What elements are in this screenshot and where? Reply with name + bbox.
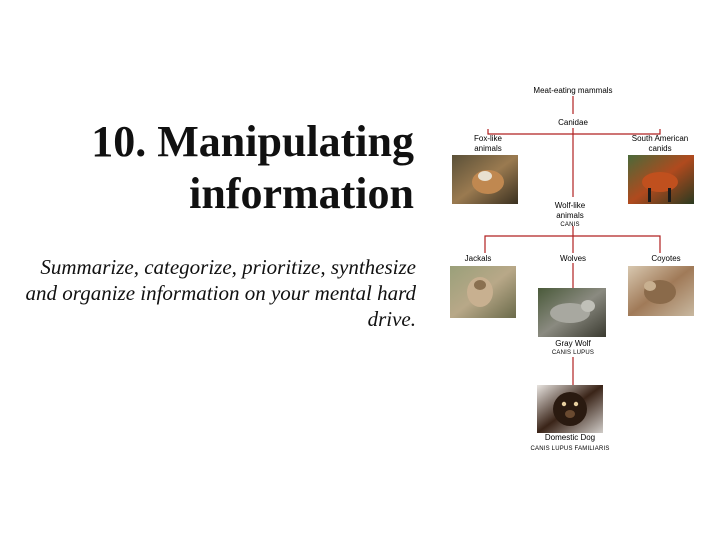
wolf-like-label-line1: Wolf-like (555, 201, 586, 210)
wolf-photo (538, 288, 606, 337)
fox-like-label-line2: animals (474, 144, 502, 153)
domestic-dog-sci-label: CANIS LUPUS FAMILIARIS (530, 446, 609, 452)
wolves-label: Wolves (560, 254, 586, 263)
maned-wolf-photo (628, 155, 694, 204)
fox-like-label-line1: Fox-like (474, 134, 503, 143)
gray-wolf-sci-label: CANIS LUPUS (552, 350, 594, 356)
root-label: Meat-eating mammals (533, 86, 612, 95)
family-label: Canidae (558, 118, 588, 127)
south-american-label-line1: South American (632, 134, 688, 143)
wolf-like-label-line2: animals (556, 211, 584, 220)
coyotes-label: Coyotes (651, 254, 680, 263)
coyote-photo (628, 266, 694, 316)
fox-photo (452, 155, 518, 204)
south-american-label-line2: canids (648, 144, 671, 153)
wolf-like-sci-label: CANIS (560, 222, 579, 228)
gray-wolf-label: Gray Wolf (555, 339, 591, 348)
jackals-label: Jackals (465, 254, 492, 263)
domestic-dog-label: Domestic Dog (545, 433, 595, 442)
dog-photo (537, 385, 603, 433)
jackal-photo (450, 266, 516, 318)
